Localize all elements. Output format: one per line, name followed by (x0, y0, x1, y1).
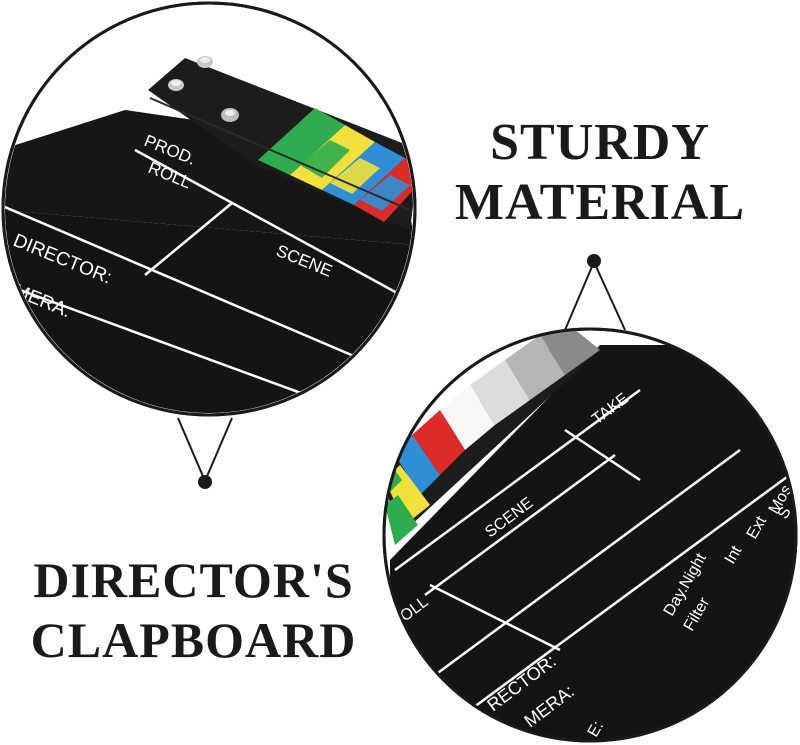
zoom-lens-top: PROD. ROLL SCENE DIRECTOR: MERA: (1, 1, 417, 417)
screw-icon (221, 108, 239, 122)
stripe-green (385, 495, 418, 545)
callout-connector-top (177, 417, 233, 489)
headline-line: CLAPBOARD (30, 612, 357, 668)
pin-icon (198, 475, 212, 489)
stripe-yellow (330, 158, 380, 194)
slate-grid-lines (5, 148, 411, 402)
clapboard-board (5, 210, 413, 413)
hinge-line (149, 97, 411, 211)
stripe-blue (360, 175, 410, 211)
screw-icon (168, 79, 184, 91)
headline-line: DIRECTOR'S (33, 552, 354, 608)
headline-directors-clapboard: DIRECTOR'S CLAPBOARD (16, 555, 371, 665)
stripe-red (412, 410, 465, 475)
headline-line: MATERIAL (454, 174, 746, 231)
label-cut: E: (585, 718, 607, 740)
stripe-grey-dark (540, 330, 600, 375)
headline-sturdy-material: STURDY MATERIAL (450, 117, 750, 229)
zoom-lens-bottom: TAKE SCENE OLL RECTOR: MERA: Day.Night I… (382, 327, 798, 743)
stripe-grey-mid (505, 335, 565, 400)
stripe-white (440, 385, 495, 450)
callout-connector-bottom (564, 254, 626, 331)
headline-line: STURDY (490, 114, 710, 171)
slate-grid-lines (394, 388, 795, 712)
stripe-green (258, 108, 345, 175)
stripe-blue (395, 435, 440, 495)
clapboard-board (390, 345, 795, 740)
screw-icon (197, 56, 213, 68)
stripe-grey-light (470, 360, 530, 425)
label-int: Int (722, 543, 746, 567)
